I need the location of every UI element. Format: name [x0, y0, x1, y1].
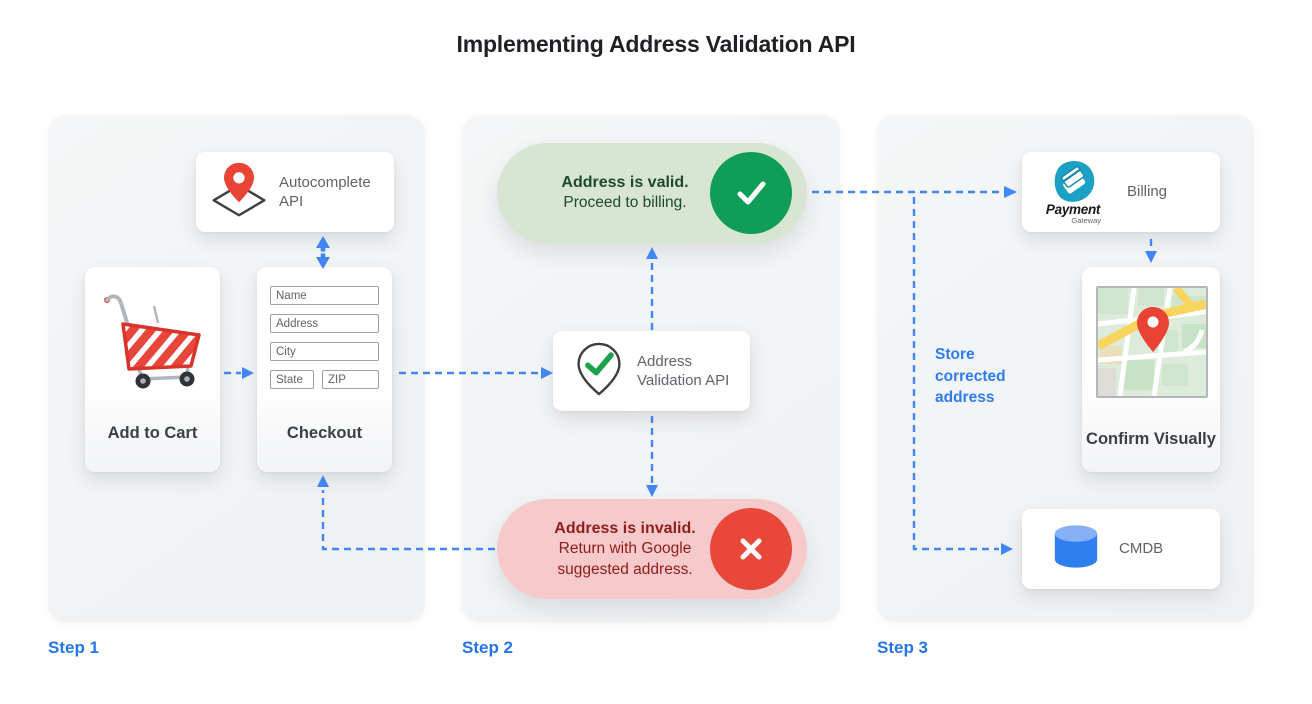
address-invalid-pill: Address is invalid. Return with Google s…: [497, 499, 807, 599]
address-invalid-text: Address is invalid. Return with Google s…: [525, 518, 725, 580]
billing-label: Billing: [1127, 183, 1168, 201]
address-invalid-subtitle: Return with Google suggested address.: [557, 540, 693, 578]
step1-panel: Autocomplete API: [48, 115, 425, 622]
address-validation-api-card: Address Validation API: [553, 331, 750, 411]
map-pin-diamond-icon: [209, 161, 269, 224]
address-valid-pill: Address is valid. Proceed to billing.: [497, 143, 807, 243]
confirm-visually-card: Confirm Visually: [1082, 267, 1220, 472]
payment-logo-subtitle: Gateway: [1071, 215, 1101, 225]
payment-gateway-logo: Payment Gateway: [1036, 159, 1110, 225]
pin-check-icon: [573, 340, 625, 403]
address-validation-api-label: Address Validation API: [637, 352, 730, 390]
step1-label: Step 1: [48, 638, 100, 657]
checkout-label: Checkout: [286, 423, 363, 442]
billing-card: Payment Gateway Billing: [1022, 152, 1220, 232]
name-field[interactable]: [270, 286, 379, 305]
database-icon: [1049, 522, 1103, 577]
confirm-visually-label: Confirm Visually: [1086, 429, 1216, 448]
shopping-cart-icon: [98, 291, 208, 396]
check-circle-icon: [710, 152, 792, 234]
address-field[interactable]: [270, 314, 379, 333]
add-to-cart-card: Add to Cart: [85, 267, 220, 472]
address-invalid-title: Address is invalid.: [554, 519, 696, 537]
address-valid-title: Address is valid.: [561, 174, 689, 192]
step3-label: Step 3: [877, 638, 929, 657]
cmdb-label: CMDB: [1119, 540, 1164, 558]
autocomplete-api-card: Autocomplete API: [196, 152, 394, 232]
autocomplete-api-label: Autocomplete API: [279, 173, 371, 211]
checkout-card: Checkout: [257, 267, 392, 472]
address-valid-subtitle: Proceed to billing.: [563, 194, 687, 212]
store-corrected-address-label: Store corrected address: [935, 346, 1006, 407]
cmdb-card: CMDB: [1022, 509, 1220, 589]
diagram-title: Implementing Address Validation API: [456, 31, 856, 57]
city-field[interactable]: [270, 342, 379, 361]
step2-label: Step 2: [462, 638, 514, 657]
step2-panel: Address is valid. Proceed to billing. Ad…: [462, 115, 840, 622]
map-image: [1096, 286, 1208, 398]
address-valid-text: Address is valid. Proceed to billing.: [525, 172, 725, 214]
checkout-form: [270, 286, 379, 389]
add-to-cart-label: Add to Cart: [107, 423, 198, 442]
step3-panel: Payment Gateway Billing: [877, 115, 1254, 622]
payment-logo-title: Payment: [1045, 202, 1101, 218]
state-field[interactable]: [270, 370, 314, 389]
x-circle-icon: [710, 508, 792, 590]
zip-field[interactable]: [322, 370, 379, 389]
